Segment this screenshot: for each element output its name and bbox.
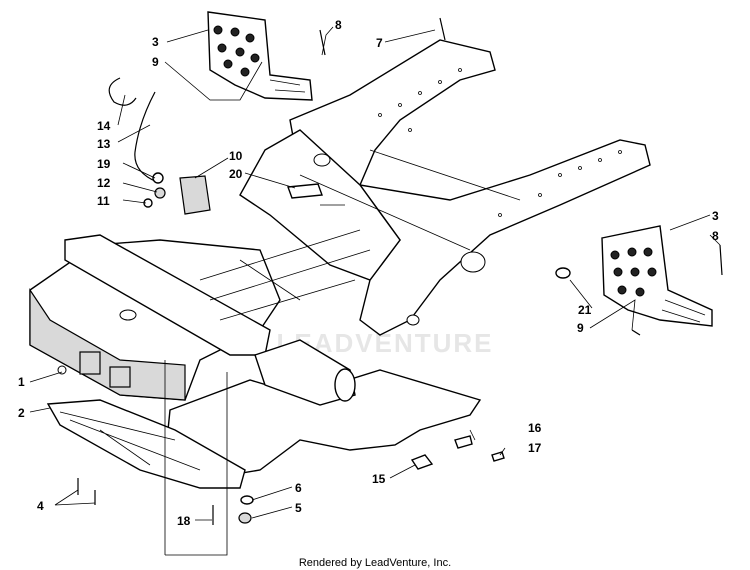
callout-1: 1 [18,375,25,389]
callout-11: 11 [97,194,110,208]
leader-lines [29,26,721,556]
callout-14: 14 [97,119,111,133]
callout-labels: 3 9 8 7 14 13 10 20 19 12 11 3 8 21 9 1 … [18,18,719,528]
callout-12: 12 [97,176,111,190]
callout-3-left: 3 [152,35,159,49]
callout-3-right: 3 [712,209,719,223]
chassis-frame [29,39,651,481]
callout-8-right: 8 [712,229,719,243]
footrest-right [601,225,713,327]
small-parts [77,17,723,525]
callout-16: 16 [528,421,542,435]
callout-10: 10 [229,149,243,163]
callout-7: 7 [376,36,383,50]
callout-13: 13 [97,137,111,151]
footrest-left [207,11,313,101]
callout-5: 5 [295,501,302,515]
callout-8-left: 8 [335,18,342,32]
callout-9-right: 9 [577,321,584,335]
callout-4: 4 [37,499,44,513]
callout-2: 2 [18,406,25,420]
callout-18: 18 [177,514,191,528]
callout-19: 19 [97,157,111,171]
callout-6: 6 [295,481,302,495]
callout-17: 17 [528,441,542,455]
credit-text: Rendered by LeadVenture, Inc. [299,557,451,569]
callout-21: 21 [578,303,592,317]
callout-9-left: 9 [152,55,159,69]
callout-15: 15 [372,472,386,486]
skid-plate [46,399,246,489]
callout-20: 20 [229,167,243,181]
